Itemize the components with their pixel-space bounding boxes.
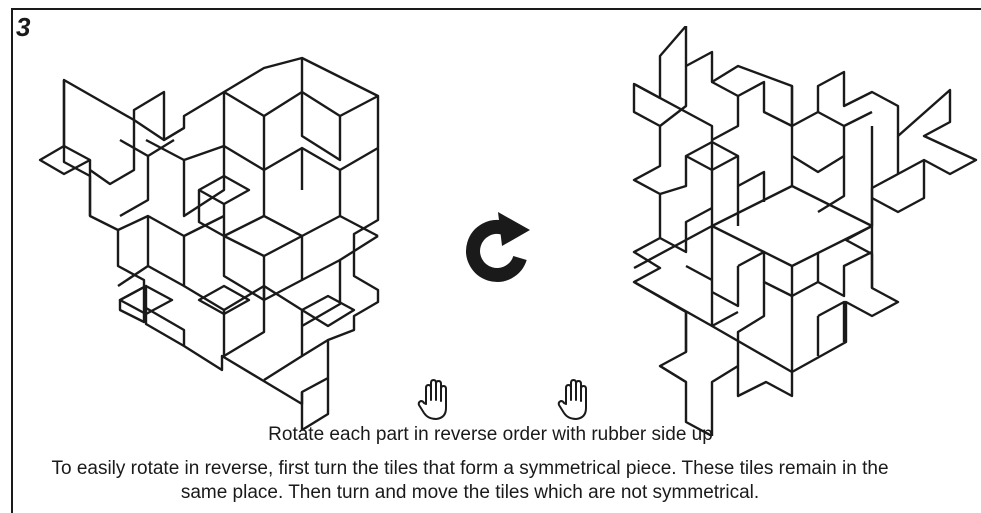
instruction-line-symmetry: To easily rotate in reverse, first turn … xyxy=(51,458,889,503)
instruction-frame xyxy=(11,8,981,513)
hand-icon xyxy=(557,379,587,420)
step-number: 3 xyxy=(16,12,31,42)
rotate-clockwise-icon xyxy=(466,212,530,282)
instruction-line-rotate: Rotate each part in reverse order with r… xyxy=(268,424,713,445)
puzzle-figure-cubes xyxy=(38,56,380,430)
puzzle-figure-stars xyxy=(632,26,978,436)
hand-icon xyxy=(417,379,447,420)
